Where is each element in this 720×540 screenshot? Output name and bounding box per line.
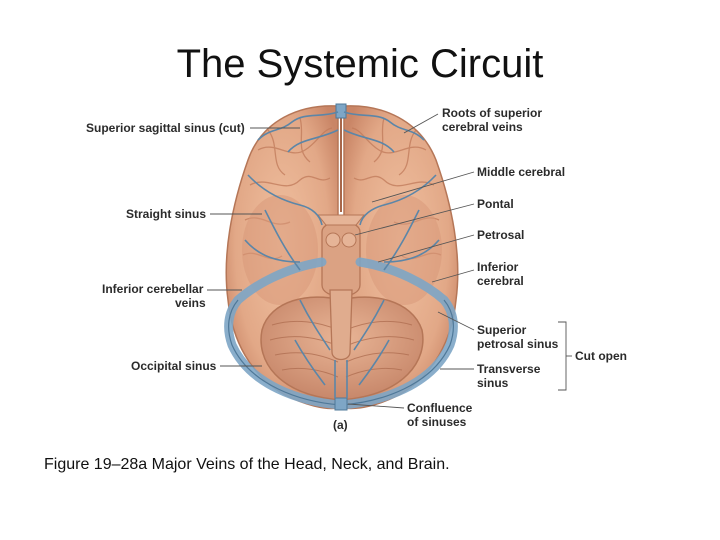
panel-letter: (a) [333, 418, 348, 432]
label-transverse-line1: Transverse [477, 362, 541, 376]
label-confluence-line1: Confluence [407, 401, 473, 415]
figure-labels: Superior sagittal sinus (cut) Straight s… [86, 106, 627, 432]
label-transverse-line2: sinus [477, 376, 509, 390]
label-roots-line2: cerebral veins [442, 120, 523, 134]
brain-illustration [224, 103, 459, 411]
label-occipital-sinus: Occipital sinus [131, 359, 217, 373]
cerebral-veins [244, 111, 440, 398]
right-temporal-lobe [366, 195, 442, 305]
label-pontal: Pontal [477, 197, 514, 211]
mammillary-right [341, 232, 357, 248]
label-superior-sagittal-sinus: Superior sagittal sinus (cut) [86, 121, 245, 135]
left-temporal-lobe [242, 195, 318, 305]
label-superior-petrosal-line1: Superior [477, 323, 527, 337]
label-cut-open: Cut open [575, 349, 627, 363]
label-roots-line1: Roots of superior [442, 106, 542, 120]
label-middle-cerebral: Middle cerebral [477, 165, 565, 179]
label-straight-sinus: Straight sinus [126, 207, 206, 221]
petrosal-right [355, 257, 449, 305]
label-inferior-cerebral-line1: Inferior [477, 260, 519, 274]
label-inferior-cerebellar-veins-line1: Inferior cerebellar [102, 282, 204, 296]
figure-caption: Figure 19–28a Major Veins of the Head, N… [44, 456, 450, 473]
pons [321, 220, 361, 297]
optic-chiasm [316, 214, 366, 226]
label-inferior-cerebellar-veins-line2: veins [175, 296, 206, 310]
cerebellum-folia [269, 320, 415, 378]
petrosal-left [233, 257, 327, 305]
medulla [329, 289, 353, 361]
label-superior-petrosal-line2: petrosal sinus [477, 337, 559, 351]
confluence-of-sinuses [334, 397, 348, 411]
slide-title: The Systemic Circuit [176, 42, 544, 86]
mammillary-left [325, 232, 341, 248]
leader-lines [207, 113, 572, 409]
label-inferior-cerebral-line2: cerebral [477, 274, 524, 288]
superior-sagittal-sinus [335, 103, 347, 119]
label-petrosal: Petrosal [477, 228, 524, 242]
label-confluence-line2: of sinuses [407, 415, 467, 429]
